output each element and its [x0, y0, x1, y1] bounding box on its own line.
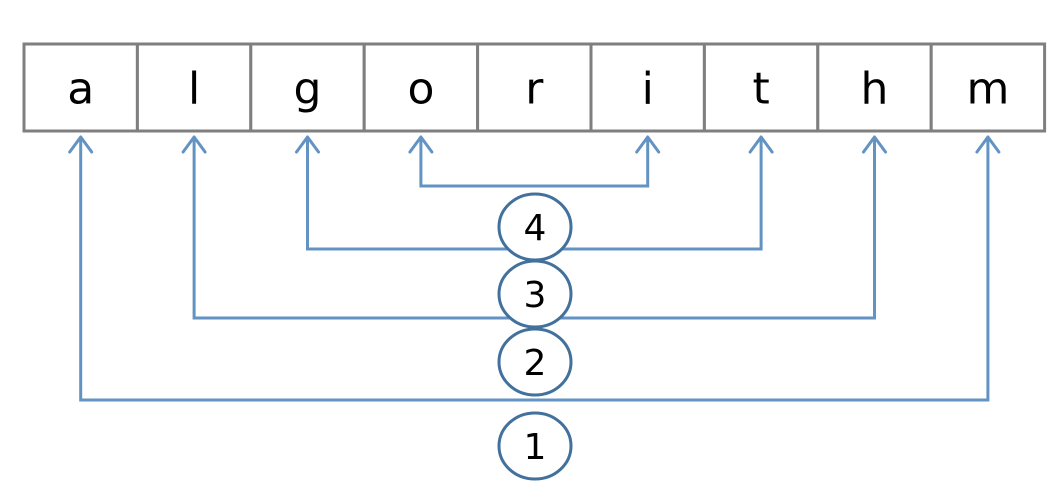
arrowhead-icon — [635, 135, 661, 154]
arrowhead-icon — [181, 135, 207, 154]
letter-cell-text: l — [188, 64, 200, 115]
letter-cell: t — [702, 42, 820, 133]
letter-cell-text: i — [642, 64, 654, 115]
arrowhead-icon — [975, 135, 1001, 154]
letter-cell: a — [22, 42, 139, 133]
letter-cell: r — [476, 42, 593, 133]
letter-cell-box — [135, 42, 253, 133]
letter-cell-text: t — [752, 64, 769, 115]
letter-cell-box — [22, 42, 139, 133]
step-marker: 2 — [497, 327, 573, 397]
letter-cell: o — [362, 42, 480, 133]
swap-link-line — [79, 138, 990, 402]
step-marker-label: 3 — [524, 275, 547, 316]
arrowhead-icon — [408, 135, 434, 154]
step-marker-label: 1 — [524, 427, 547, 468]
letter-cell-text: h — [861, 64, 889, 115]
letter-cell-text: a — [67, 64, 94, 115]
letter-cell-box — [476, 42, 593, 133]
letter-cell-text: g — [294, 64, 322, 115]
arrowhead-icon — [295, 135, 320, 154]
letter-cell-box — [249, 42, 366, 133]
step-marker-circle — [497, 327, 573, 397]
letter-cell-box — [929, 42, 1047, 133]
step-marker: 4 — [497, 192, 573, 262]
step-marker-circle — [497, 192, 573, 262]
swap-link — [68, 135, 1001, 402]
letter-cell: l — [135, 42, 253, 133]
letter-cell: g — [249, 42, 366, 133]
step-marker-label: 4 — [524, 208, 547, 249]
letter-cell-box — [362, 42, 480, 133]
letter-cell-text: m — [966, 64, 1009, 115]
arrowhead-icon — [68, 135, 94, 154]
step-markers: 1 2 3 4 — [497, 192, 573, 481]
letter-cell: h — [816, 42, 933, 133]
step-marker-circle — [497, 411, 573, 481]
arrowhead-icon — [862, 135, 887, 154]
arrowhead-icon — [748, 135, 774, 154]
letter-cell: m — [929, 42, 1047, 133]
step-marker: 3 — [497, 259, 573, 329]
letter-cell-box — [589, 42, 706, 133]
letter-cell-text: o — [407, 64, 434, 115]
letter-cell-box — [702, 42, 820, 133]
swap-link — [408, 135, 661, 188]
letter-cell: i — [589, 42, 706, 133]
step-marker-label: 2 — [524, 343, 547, 384]
step-marker: 1 — [497, 411, 573, 481]
swap-link-line — [419, 138, 650, 188]
letter-cell-text: r — [525, 64, 544, 115]
